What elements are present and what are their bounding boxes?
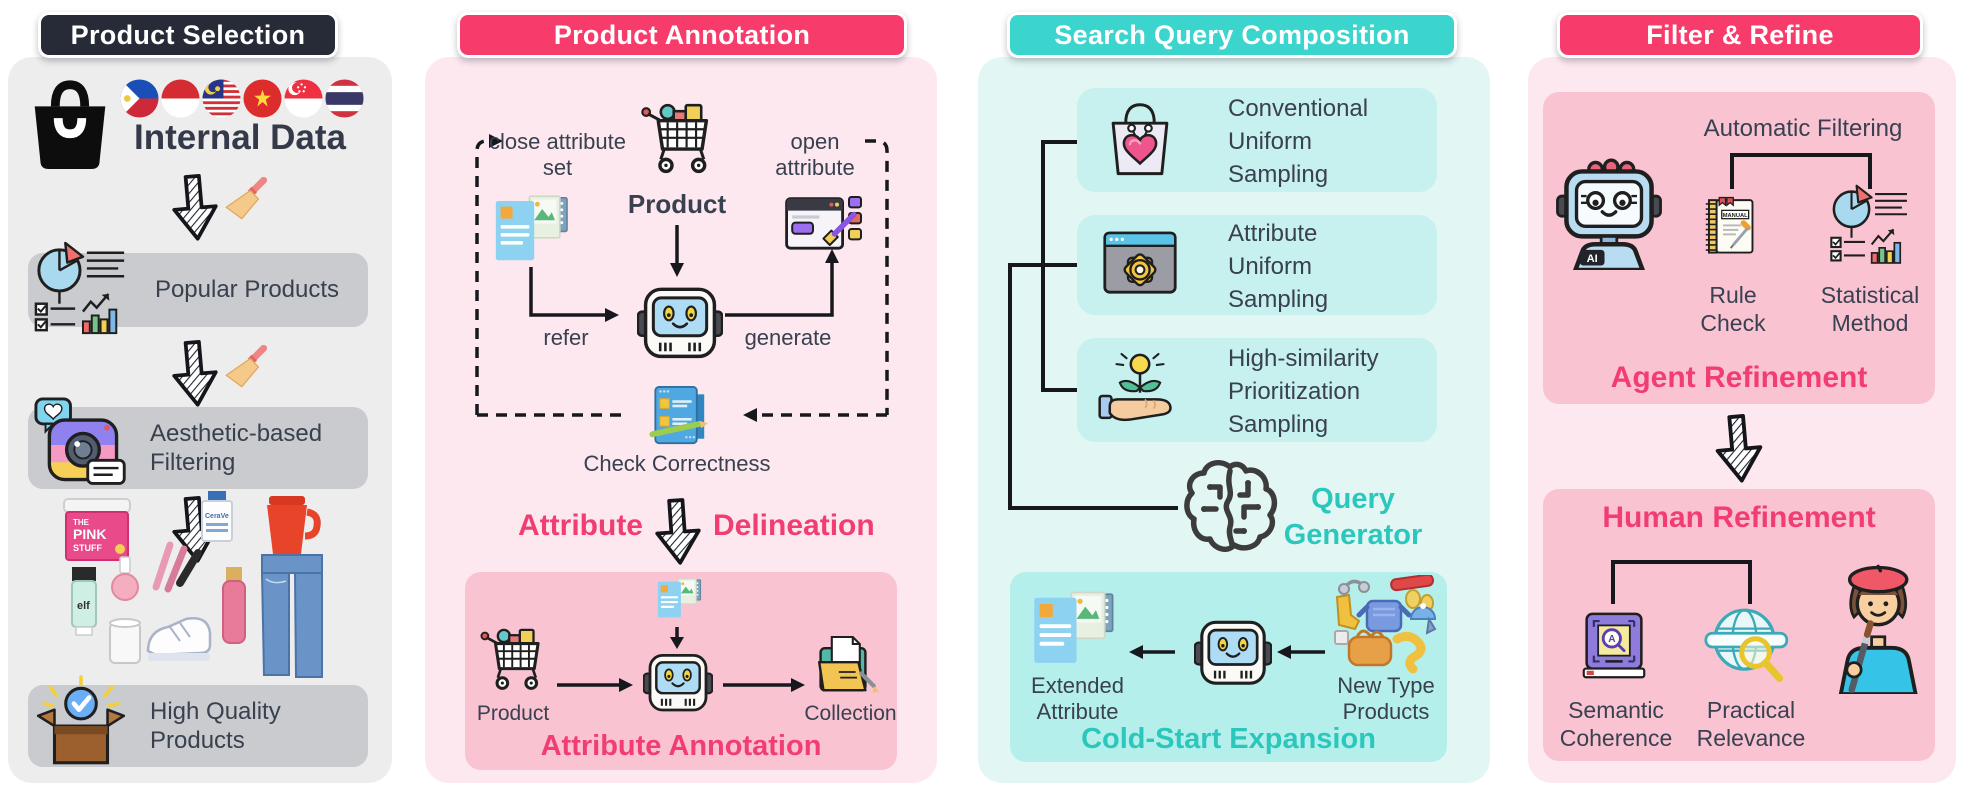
new-type-products-label: New Type Products bbox=[1337, 673, 1435, 725]
nail-polish bbox=[111, 556, 139, 601]
down-arrow-icon bbox=[165, 171, 225, 245]
attribute-doc-icon bbox=[653, 577, 705, 625]
sneaker bbox=[146, 617, 212, 661]
robot-icon bbox=[643, 647, 713, 717]
mascara-set bbox=[152, 541, 202, 593]
white-cap bbox=[109, 618, 141, 664]
automatic-filtering-label: Automatic Filtering bbox=[1703, 115, 1903, 142]
attribute-sampling-label: Attribute Uniform Sampling bbox=[1228, 220, 1329, 313]
aesthetic-camera-icon bbox=[32, 397, 132, 493]
product-selection-title: Product Selection bbox=[70, 19, 306, 50]
new-type-products-icon bbox=[1333, 575, 1438, 675]
plant-hand-icon bbox=[1098, 345, 1182, 437]
red-tumbler bbox=[267, 496, 321, 554]
panel3-connectors bbox=[1008, 140, 1325, 659]
sub-product-label: Product bbox=[476, 702, 550, 725]
gear-browser-icon bbox=[1100, 222, 1180, 308]
collection-label: Collection bbox=[804, 702, 897, 725]
pink-stuff-jar: THE PINK STUFF bbox=[63, 498, 131, 561]
flags-row bbox=[120, 79, 364, 118]
search-query-title: Search Query Composition bbox=[1054, 19, 1410, 50]
rule-check-label: Rule Check bbox=[1700, 282, 1766, 336]
attribute-label: Attribute bbox=[518, 509, 643, 542]
cart-icon bbox=[635, 93, 721, 181]
statistical-method-icon bbox=[1828, 183, 1912, 269]
product-annotation-title: Product Annotation bbox=[553, 19, 811, 50]
svg-text:CeraVe: CeraVe bbox=[205, 513, 229, 520]
extended-attribute-doc-icon bbox=[1028, 589, 1118, 677]
attribute-doc-icon bbox=[488, 193, 574, 273]
analytics-icon bbox=[32, 241, 130, 339]
jeans bbox=[260, 554, 323, 678]
singapore-flag-icon bbox=[284, 79, 323, 118]
popular-products-label: Popular Products bbox=[154, 276, 340, 303]
thailand-flag-icon bbox=[325, 79, 364, 118]
shopping-bag-icon bbox=[34, 80, 106, 170]
ai-robot-icon bbox=[1553, 157, 1665, 271]
high-similarity-label: High-similarity Prioritization Sampling bbox=[1228, 345, 1379, 438]
search-query-header: Search Query Composition bbox=[1007, 12, 1457, 58]
check-correctness-icon bbox=[645, 379, 719, 457]
filter-refine-header: Filter & Refine bbox=[1557, 12, 1923, 58]
open-attribute-label: open attribute bbox=[775, 129, 855, 181]
malaysia-flag-icon bbox=[202, 79, 241, 118]
svg-text:PINK: PINK bbox=[73, 526, 106, 542]
human-refinement-label: Human Refinement bbox=[1602, 501, 1876, 534]
semantic-book-icon bbox=[1578, 602, 1650, 692]
broom-brush-icon bbox=[220, 175, 272, 227]
panel4-connectors bbox=[1611, 153, 1872, 604]
delineation-label: Delineation bbox=[713, 509, 875, 542]
indonesia-flag-icon bbox=[161, 79, 200, 118]
elf-tube: elf bbox=[71, 567, 97, 636]
generate-label: generate bbox=[744, 325, 832, 350]
down-arrow-icon bbox=[165, 337, 225, 411]
products-collage-icon: THE PINK STUFF CeraVe elf bbox=[63, 491, 323, 678]
bag-heart-icon bbox=[1098, 95, 1182, 185]
filter-refine-title: Filter & Refine bbox=[1646, 19, 1834, 50]
svg-text:elf: elf bbox=[77, 600, 90, 612]
globe-search-icon bbox=[1704, 601, 1796, 693]
product-label: Product bbox=[627, 189, 727, 219]
conventional-sampling-label: Conventional Uniform Sampling bbox=[1228, 95, 1369, 188]
collection-folder-icon bbox=[815, 629, 885, 701]
open-attribute-browser-icon bbox=[783, 189, 867, 269]
svg-text:STUFF: STUFF bbox=[73, 543, 102, 553]
brain-icon bbox=[1180, 455, 1280, 559]
cart-icon bbox=[475, 619, 551, 697]
down-arrow-icon bbox=[649, 495, 708, 569]
down-arrow-icon bbox=[1707, 411, 1771, 488]
svg-text:THE: THE bbox=[73, 518, 90, 527]
check-correctness-label: Check Correctness bbox=[583, 451, 771, 476]
statistical-method-label: Statistical Method bbox=[1820, 282, 1920, 336]
product-annotation-header: Product Annotation bbox=[457, 12, 907, 58]
product-selection-header: Product Selection bbox=[38, 12, 338, 58]
semantic-coherence-label: Semantic Coherence bbox=[1559, 697, 1673, 751]
artist-icon bbox=[1821, 562, 1931, 694]
philippines-flag-icon bbox=[120, 79, 159, 118]
internal-data-label: Internal Data bbox=[134, 118, 346, 157]
robot-icon bbox=[1194, 613, 1272, 691]
robot-icon bbox=[637, 279, 723, 365]
cerave-bottle: CeraVe bbox=[201, 491, 233, 542]
popular-products-bar bbox=[28, 253, 368, 327]
aesthetic-filtering-label: Aesthetic-based Filtering bbox=[150, 420, 323, 477]
high-quality-label: High Quality Products bbox=[150, 698, 281, 755]
rule-manual-icon bbox=[1700, 183, 1764, 271]
box-check-icon bbox=[30, 673, 132, 775]
agent-refinement-label: Agent Refinement bbox=[1610, 361, 1868, 394]
vietnam-flag-icon bbox=[243, 79, 282, 118]
refer-label: refer bbox=[543, 325, 589, 350]
attribute-annotation-title: Attribute Annotation bbox=[540, 730, 822, 762]
broom-brush-icon bbox=[220, 343, 272, 395]
blush-tube bbox=[222, 567, 246, 644]
close-attribute-label: close attribute set bbox=[489, 129, 626, 181]
practical-relevance-label: Practical Relevance bbox=[1696, 697, 1806, 751]
panel2-connectors bbox=[475, 134, 889, 692]
extended-attribute-label: Extended Attribute bbox=[1031, 673, 1124, 725]
query-generator-label: Query Generator bbox=[1283, 483, 1423, 552]
cold-start-title: Cold-Start Expansion bbox=[1081, 723, 1376, 755]
